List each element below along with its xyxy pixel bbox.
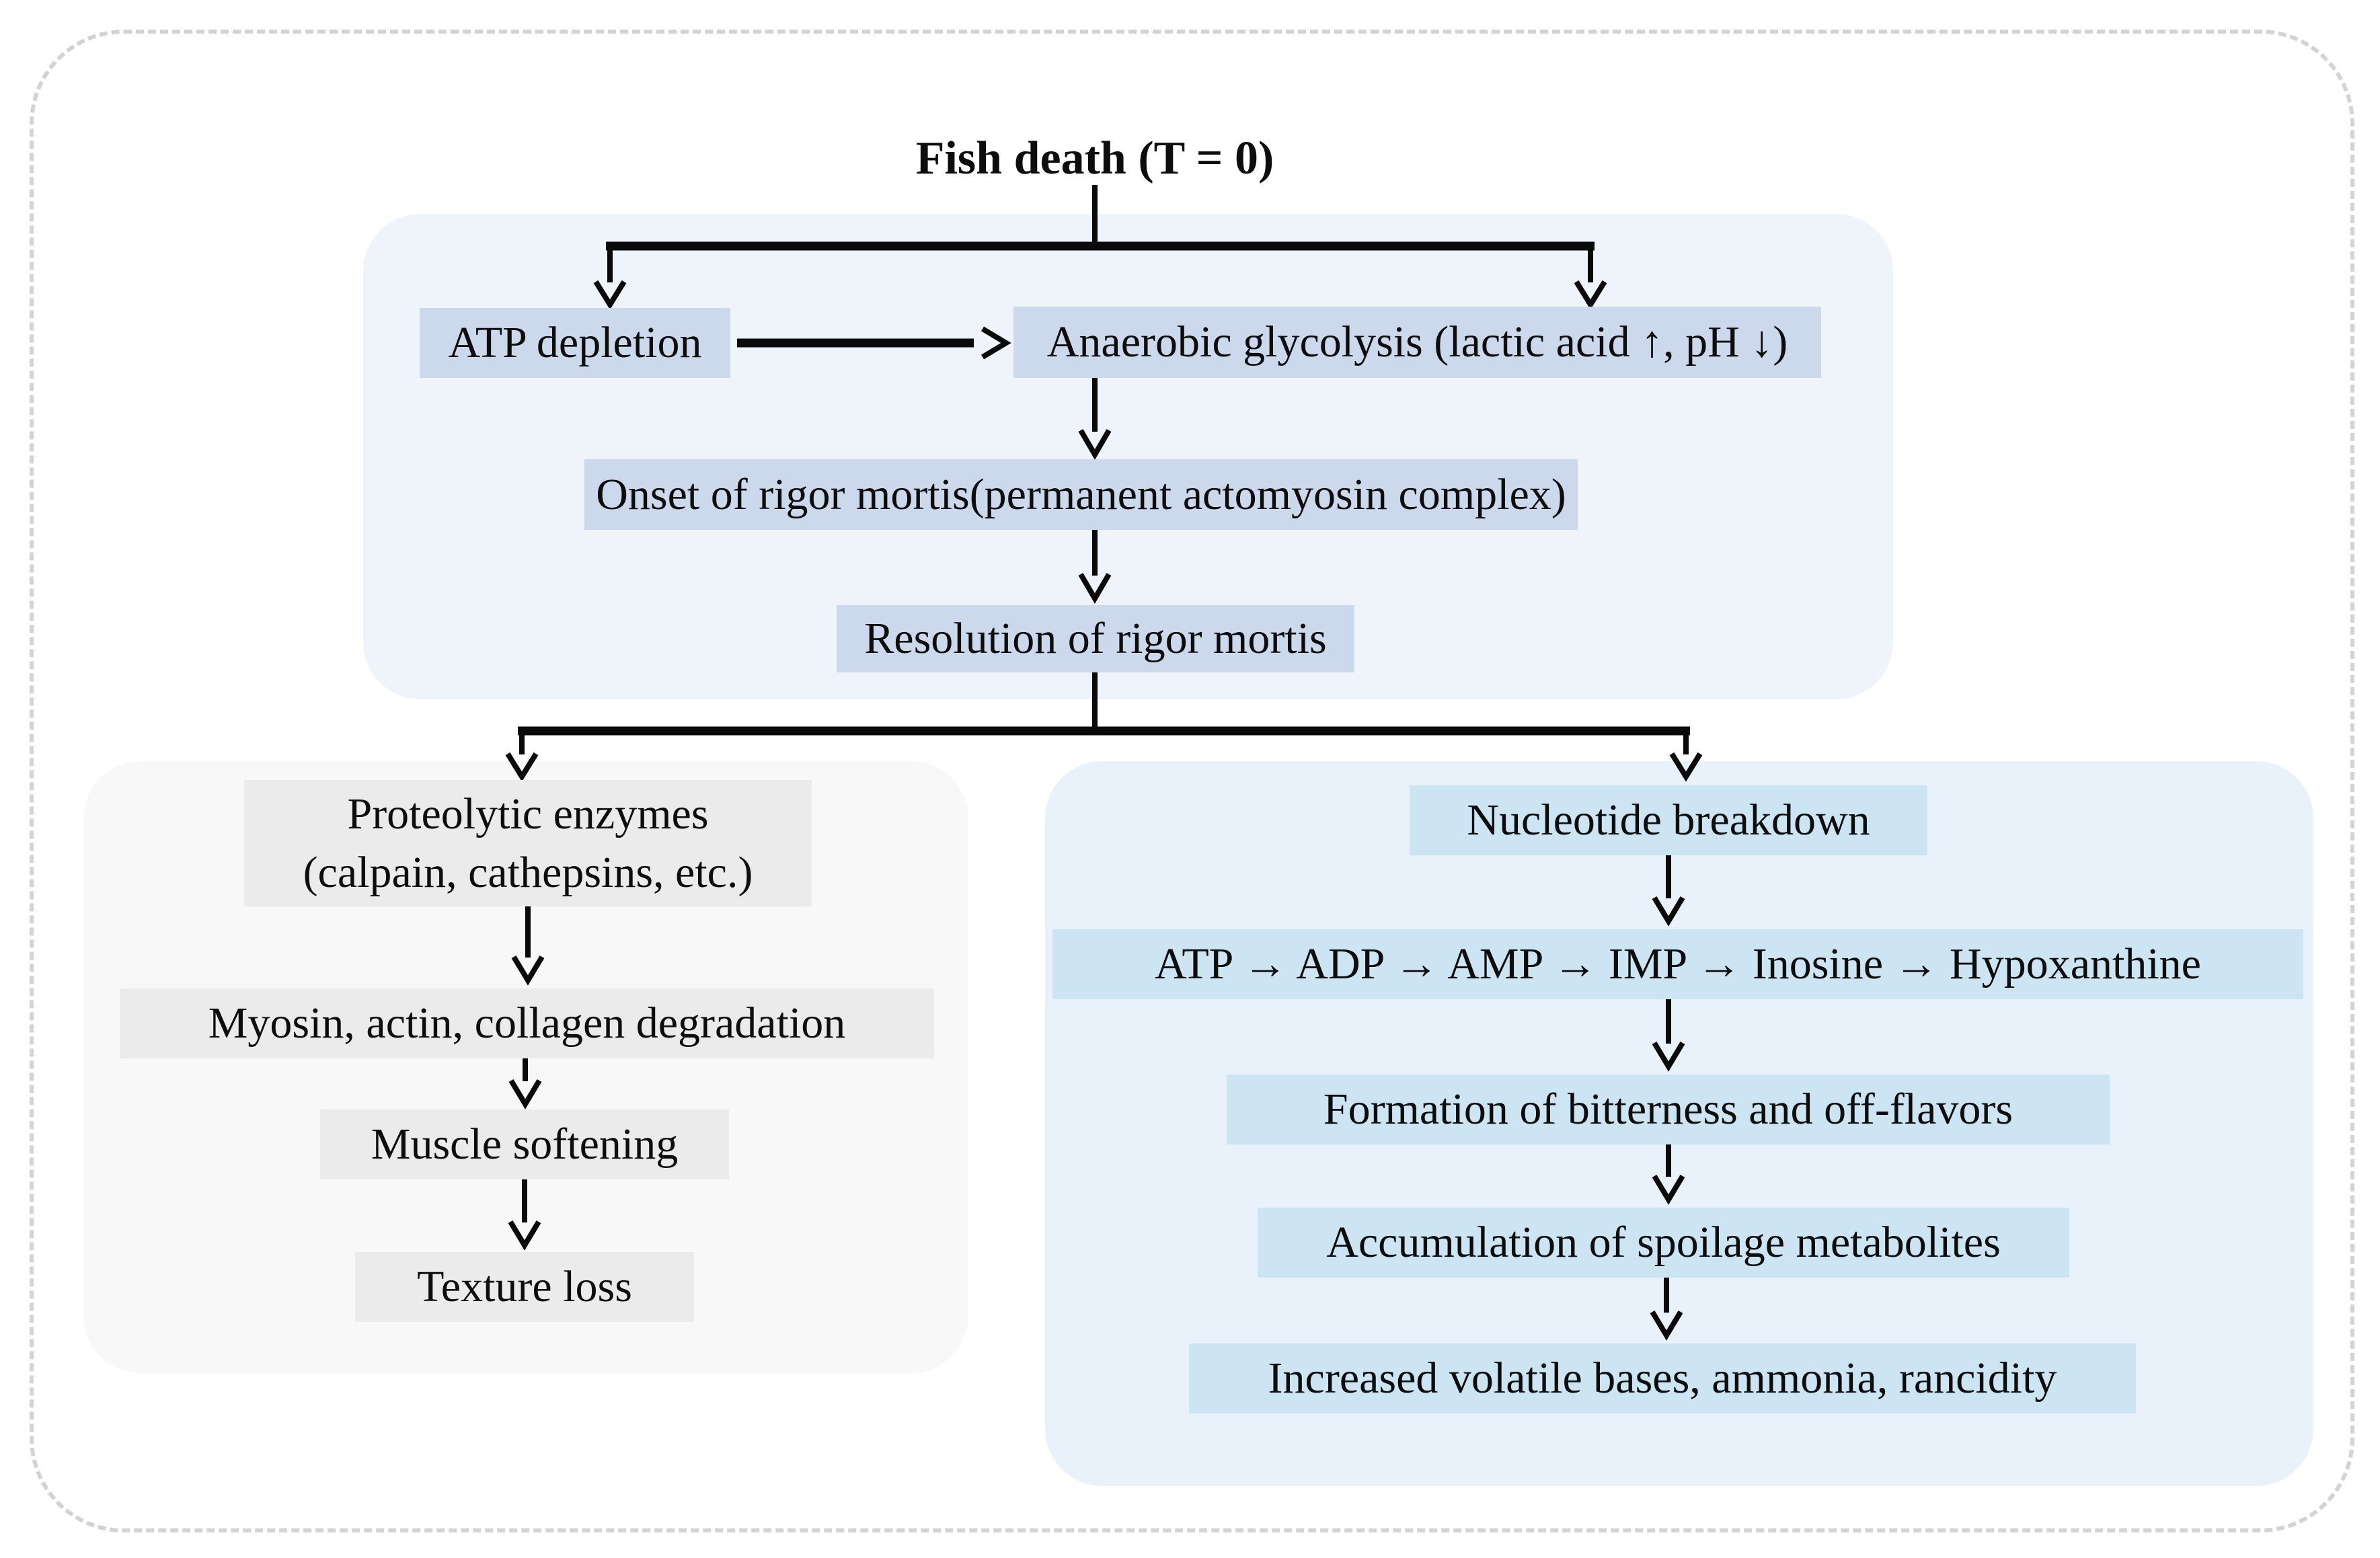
arrow-drop-nucleotide-head	[1669, 752, 1703, 782]
arrow-chain-to-bitterness-head	[1652, 1041, 1685, 1072]
arrow-drop-atp-head	[593, 280, 627, 310]
node-texture-loss: Texture loss	[355, 1252, 694, 1322]
arrow-drop-anaerobic-head	[1574, 280, 1607, 310]
arrow-atp-to-anaerobic-head	[981, 326, 1011, 360]
node-onset-rigor-mortis: Onset of rigor mortis(permanent actomyos…	[584, 459, 1578, 530]
node-atp-depletion: ATP depletion	[420, 308, 730, 378]
node-muscle-softening: Muscle softening	[320, 1109, 729, 1179]
arrow-softening-to-texture-head	[508, 1220, 541, 1251]
arrow-proteolytic-to-myosin-head	[511, 955, 545, 986]
diagram-title: Fish death (T = 0)	[915, 132, 1274, 184]
node-resolution-rigor-mortis: Resolution of rigor mortis	[837, 605, 1354, 672]
arrow-nucleotide-to-chain-head	[1652, 896, 1685, 927]
arrow-myosin-to-softening-head	[508, 1079, 542, 1109]
node-nucleotide-chain: ATP → ADP → AMP → IMP → Inosine → Hypoxa…	[1052, 929, 2303, 999]
arrow-anaerobic-to-onset-head	[1078, 428, 1112, 460]
arrow-bitterness-to-spoilage-head	[1652, 1174, 1685, 1205]
node-nucleotide-breakdown: Nucleotide breakdown	[1410, 785, 1927, 855]
node-volatile-bases: Increased volatile bases, ammonia, ranci…	[1189, 1343, 2136, 1413]
node-spoilage-metabolites: Accumulation of spoilage metabolites	[1258, 1208, 2069, 1278]
dashed-frame	[30, 30, 2354, 1532]
node-protein-degradation: Myosin, actin, collagen degradation	[120, 988, 934, 1058]
node-anaerobic-glycolysis: Anaerobic glycolysis (lactic acid ↑, pH …	[1013, 307, 1821, 378]
arrow-spoilage-to-volatile-head	[1650, 1310, 1683, 1341]
node-proteolytic-enzymes: Proteolytic enzymes (calpain, cathepsins…	[244, 780, 812, 906]
arrow-drop-proteolytic-head	[505, 752, 539, 782]
node-bitterness-off-flavors: Formation of bitterness and off-flavors	[1227, 1075, 2110, 1144]
arrow-onset-to-resolution-head	[1078, 572, 1112, 604]
